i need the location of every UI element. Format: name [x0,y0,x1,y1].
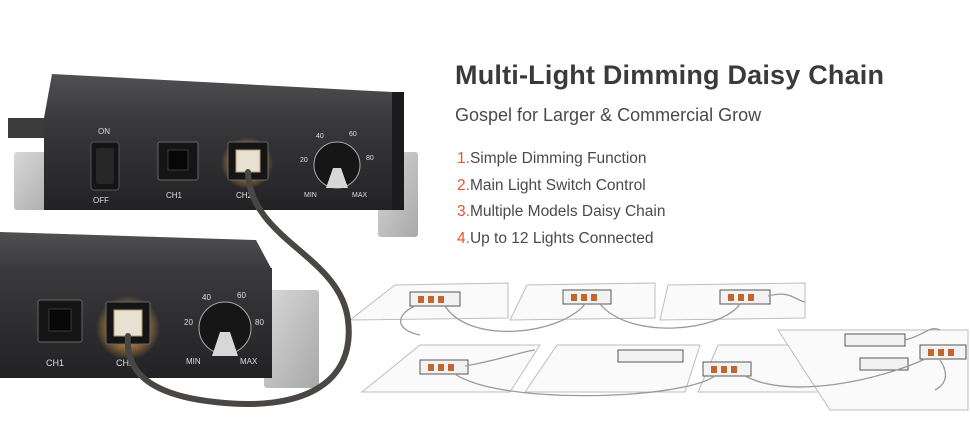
ch1-label: CH1 [46,358,64,368]
feature-number: 2. [457,176,470,194]
daisy-chain-wires [399,293,947,397]
feature-item: 4.Up to 12 Lights Connected [457,226,965,253]
power-switch-rocker [96,148,114,184]
dial-mark-20: 20 [300,157,308,164]
feature-text: Multiple Models Daisy Chain [469,203,666,220]
ch2-label: CH2 [236,191,253,200]
daisy-chain-cable [124,169,352,408]
controller-top [8,74,418,237]
controller-top-face [0,232,272,270]
driver-box [617,349,684,363]
feature-item: 3.Multiple Models Daisy Chain [457,199,965,226]
dial-mark-80: 80 [366,155,374,162]
feature-item: 1.Simple Dimming Function [457,146,965,173]
feature-number: 3. [457,203,470,220]
feature-item: 2.Main Light Switch Control [457,173,965,200]
rj-plug [113,309,143,337]
ch2-label: CH2 [116,358,134,368]
dial-label-min: MIN [304,192,317,199]
subheadline: Gospel for Larger & Commercial Grow [455,105,762,125]
feature-text: Up to 12 Lights Connected [469,229,654,247]
power-cable-stub [8,118,48,138]
controller-side [392,92,404,210]
headline: Multi-Light Dimming Daisy Chain [455,60,885,90]
switch-label-on: ON [98,127,110,136]
feature-number: 4. [457,229,470,247]
feature-list: 1.Simple Dimming Function 2.Main Light S… [457,146,965,252]
driver-box [719,289,771,305]
dial-mark-40: 40 [202,293,211,302]
dimmer-knob-pointer [212,332,238,356]
dial-mark-60: 60 [237,291,246,300]
driver-box [409,291,461,307]
dial-mark-80: 80 [255,318,264,327]
feature-text: Simple Dimming Function [469,150,647,167]
dial-mark-60: 60 [349,131,357,138]
dial-mark-40: 40 [316,133,324,140]
dial-label-max: MAX [240,357,258,366]
dial-mark-20: 20 [184,318,193,327]
switch-label-off: OFF [93,196,109,205]
feature-text: Main Light Switch Control [469,176,646,194]
mounting-bracket [264,290,319,388]
ch1-label: CH1 [166,191,183,200]
driver-box [844,333,906,347]
rj-plug [235,149,261,173]
dimmer-knob-pointer [326,168,348,188]
feature-copy: Multi-Light Dimming Daisy Chain Gospel f… [455,60,965,252]
dial-label-min: MIN [186,357,201,366]
controller-top-face [44,74,392,120]
driver-box [859,357,909,371]
dial-label-max: MAX [352,192,368,199]
driver-ports [418,294,954,373]
feature-number: 1. [457,150,470,167]
